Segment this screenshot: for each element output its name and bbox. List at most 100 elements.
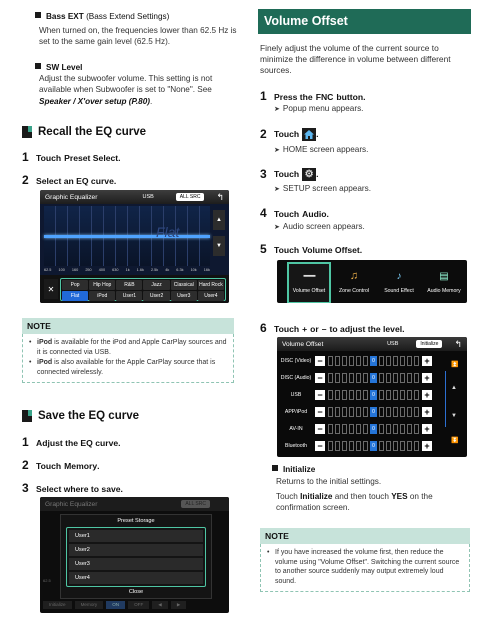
eq-graph[interactable]: Flat: [44, 206, 210, 266]
slot-user3[interactable]: User3: [69, 558, 203, 570]
close-icon[interactable]: ✕: [44, 279, 58, 299]
note-item: •iPod is also available for the Apple Ca…: [29, 359, 216, 376]
slot-user2[interactable]: User2: [69, 544, 203, 556]
minus-button[interactable]: −: [315, 407, 325, 417]
minus-button[interactable]: −: [315, 424, 325, 434]
scrollbar[interactable]: [445, 371, 446, 427]
initialize-line2: Touch Initialize and then touch YES on t…: [276, 492, 433, 513]
scroll-top-icon[interactable]: ⏫: [451, 362, 459, 368]
preset-button-user2[interactable]: User2: [143, 291, 170, 301]
vo-row-label: USB: [290, 392, 302, 398]
recall-step-2: 2 Select an EQ curve.: [22, 173, 117, 187]
preset-button-classical[interactable]: Classical: [170, 280, 197, 290]
popup-close-button[interactable]: Close: [128, 589, 144, 595]
plus-button[interactable]: +: [422, 390, 432, 400]
storage-bg-header: Graphic Equalizer ALL SRC: [40, 497, 229, 511]
initialize-button[interactable]: Initialize: [416, 340, 443, 348]
level-cell: [328, 424, 333, 434]
level-cell: [393, 441, 398, 451]
arrow-icon: ➤: [274, 224, 280, 231]
level-cell: [407, 390, 412, 400]
plus-button[interactable]: +: [422, 373, 432, 383]
vo-rows: DISC (Video)−0+DISC (Audio)−0+USB−0+APP/…: [277, 353, 447, 457]
level-cell: [335, 356, 340, 366]
bg-prev-icon: ◀: [152, 601, 168, 609]
audio-memory-tile[interactable]: ▤ Audio Memory: [423, 264, 465, 302]
frequency-label: 16k: [203, 268, 210, 272]
tile-label: Audio Memory: [427, 288, 461, 294]
preset-button-pop[interactable]: Pop: [62, 280, 89, 290]
section-title: Volume Offset: [264, 14, 348, 28]
preset-button-hard-rock[interactable]: Hard Rock: [197, 280, 224, 290]
level-zero: 0: [370, 407, 377, 417]
section-marker-icon: [22, 410, 32, 422]
popup-title: Preset Storage: [117, 518, 155, 524]
sw-level-text: Adjust the subwoofer volume. This settin…: [39, 74, 213, 106]
level-cell: [407, 407, 412, 417]
plus-button[interactable]: +: [422, 356, 432, 366]
plus-button[interactable]: +: [422, 424, 432, 434]
eq-curve: [44, 235, 210, 238]
back-icon[interactable]: ↰: [454, 338, 462, 349]
minus-button[interactable]: −: [315, 356, 325, 366]
level-zero: 0: [370, 424, 377, 434]
plus-button[interactable]: +: [422, 441, 432, 451]
volume-offset-tile[interactable]: ▪▪▪▪▪▪▪▪ Volume Offset: [289, 264, 329, 302]
level-cell: [400, 390, 405, 400]
back-icon[interactable]: ↰: [216, 191, 224, 202]
plus-button[interactable]: +: [422, 407, 432, 417]
slot-user1[interactable]: User1: [69, 530, 203, 542]
gear-icon[interactable]: ⚙: [302, 167, 317, 181]
level-cell: [386, 373, 391, 383]
sw-level-link[interactable]: Speaker / X'over setup (P.80): [39, 96, 151, 106]
preset-button-user1[interactable]: User1: [116, 291, 143, 301]
home-icon[interactable]: [302, 127, 317, 141]
frequency-label: 6.3k: [176, 268, 184, 272]
preset-button-jazz[interactable]: Jazz: [143, 280, 170, 290]
level-cell: [379, 407, 384, 417]
frequency-label: 2.5k: [150, 268, 159, 272]
scroll-up-icon[interactable]: ▲: [451, 385, 457, 391]
scroll-up-button[interactable]: ▲: [213, 210, 225, 230]
preset-button-user4[interactable]: User4: [197, 291, 224, 301]
eq-watermark: Flat: [156, 224, 180, 240]
level-cell: [342, 424, 347, 434]
scroll-bottom-icon[interactable]: ⏬: [451, 438, 459, 444]
all-src-button[interactable]: ALL SRC: [175, 193, 205, 201]
preset-button-r-b[interactable]: R&B: [116, 280, 143, 290]
level-cell: [342, 407, 347, 417]
scroll-down-icon[interactable]: ▼: [451, 413, 457, 419]
save-step-3: 3 Select where to save.: [22, 481, 123, 495]
level-cell: [363, 441, 368, 451]
level-cell: [328, 407, 333, 417]
vo-row-label: AV-IN: [289, 426, 303, 432]
level-cell: [414, 373, 419, 383]
zone-control-tile[interactable]: ♫ Zone Control: [333, 264, 375, 302]
level-cell: [386, 407, 391, 417]
level-cell: [363, 407, 368, 417]
minus-button[interactable]: −: [315, 441, 325, 451]
preset-button-flat[interactable]: Flat: [62, 291, 89, 301]
level-cell: [414, 441, 419, 451]
preset-button-hip-hop[interactable]: Hip Hop: [89, 280, 116, 290]
preset-button-user3[interactable]: User3: [170, 291, 197, 301]
bass-ext-heading: Bass EXT (Bass Extend Settings): [35, 12, 245, 21]
level-cell: [407, 424, 412, 434]
level-zero: 0: [370, 390, 377, 400]
sound-effect-tile[interactable]: ♪ Sound Effect: [377, 264, 421, 302]
minus-button[interactable]: −: [315, 373, 325, 383]
preset-button-ipod[interactable]: iPod: [89, 291, 116, 301]
slot-user4[interactable]: User4: [69, 572, 203, 584]
level-cell: [356, 407, 361, 417]
level-cell: [400, 373, 405, 383]
recall-step-1: 1 Touch Preset Select.: [22, 150, 121, 164]
vo-step-4-result: ➤Audio screen appears.: [274, 222, 365, 231]
level-cell: [328, 441, 333, 451]
bg-initialize: Initialize: [43, 601, 72, 609]
minus-button[interactable]: −: [315, 390, 325, 400]
frequency-label: 4k: [165, 268, 170, 272]
scroll-down-button[interactable]: ▼: [213, 236, 225, 256]
vo-screen-header: Volume Offset USB Initialize ↰: [277, 337, 467, 351]
level-cell: [400, 356, 405, 366]
